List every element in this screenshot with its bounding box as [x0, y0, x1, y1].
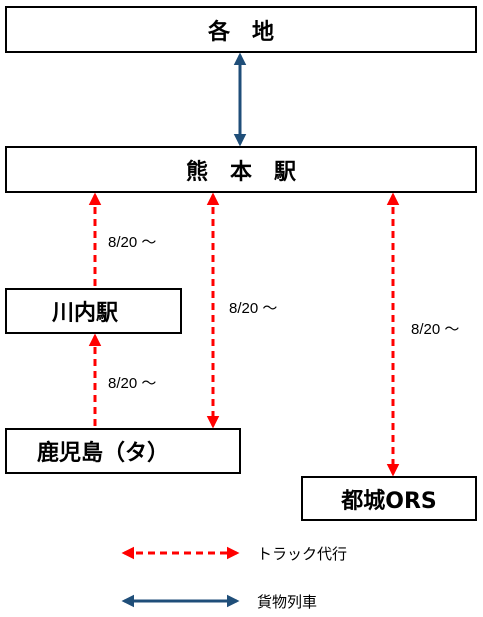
node-kagoshima-terminal: 鹿児島（タ）	[5, 428, 241, 474]
node-miyakonojo-label: 都城ORS	[341, 488, 437, 514]
date-label-miyakonojo-kumamoto: 8/20 ～	[411, 321, 460, 338]
node-sendai-station: 川内駅	[5, 288, 182, 334]
date-label-kagoshima-sendai: 8/20 ～	[108, 375, 157, 392]
date-label-sendai-kumamoto: 8/20 ～	[108, 234, 157, 251]
node-sendai-label: 川内駅	[52, 301, 119, 326]
node-kakuchi-label: 各 地	[207, 19, 274, 45]
node-kakuchi: 各 地	[5, 6, 477, 53]
node-kumamoto-label: 熊 本 駅	[185, 159, 296, 185]
legend-truck-label: トラック代行	[257, 546, 348, 563]
node-kumamoto-station: 熊 本 駅	[5, 146, 477, 193]
date-label-kagoshima-kumamoto: 8/20 ～	[229, 300, 278, 317]
legend-freight-label: 貨物列車	[257, 594, 318, 611]
node-kagoshima-label: 鹿児島（タ）	[37, 441, 170, 466]
node-miyakonojo-ors: 都城ORS	[301, 476, 477, 521]
